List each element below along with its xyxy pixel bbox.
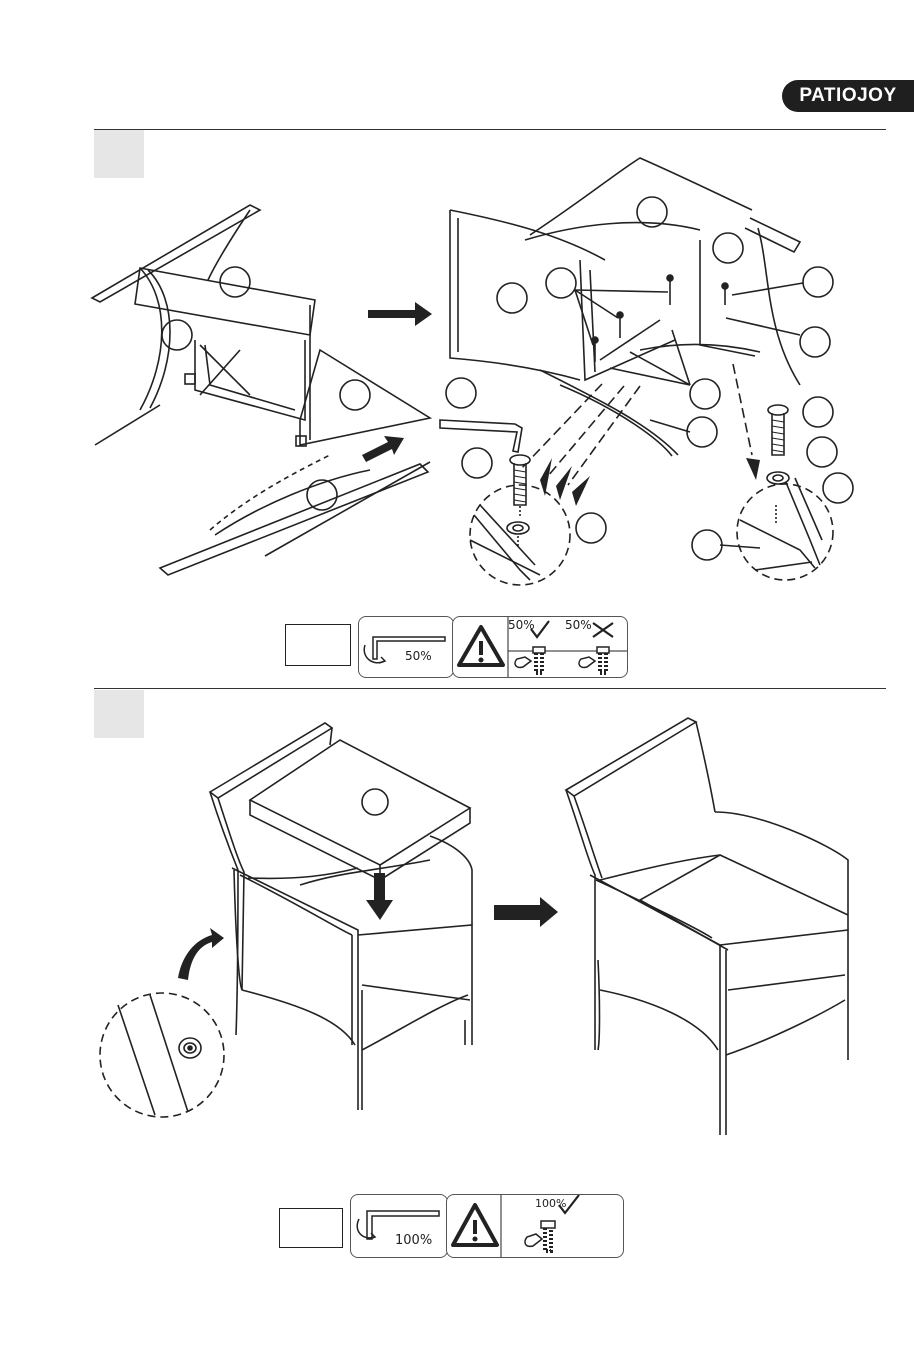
- callout-side-detail-right: [692, 530, 722, 560]
- step2-good-label: 100%: [535, 1197, 566, 1210]
- step2-torque-panel: 100%: [350, 1194, 448, 1258]
- step2-torque-label: 100%: [395, 1233, 432, 1248]
- callout-seat-panel: [340, 380, 370, 410]
- callout-bolt-detail: [462, 448, 492, 478]
- bolt-icon: [767, 405, 789, 484]
- callout-side-right: [713, 233, 743, 263]
- arrow-icon: [368, 302, 432, 326]
- callout-front-legs: [687, 417, 717, 447]
- step1-illustration: [0, 130, 914, 610]
- cross-icon: [593, 623, 613, 637]
- assembled-chair-frame: [450, 158, 803, 485]
- callout-washer-right: [800, 327, 830, 357]
- step2-warning-panel: 100%: [446, 1194, 624, 1258]
- hand-icon: [525, 1234, 542, 1246]
- callout-seat: [220, 267, 250, 297]
- warning-triangle-icon: [453, 1205, 497, 1245]
- arrow-icon: [178, 928, 224, 980]
- callout-washer-front: [690, 379, 720, 409]
- callout-bolt-detail-right: [803, 397, 833, 427]
- brand-logo: PATIOJOY: [782, 80, 914, 112]
- step2-divider: [94, 688, 886, 689]
- arrow-icon: [494, 897, 558, 927]
- hand-icon: [515, 657, 595, 667]
- callout-side-left: [162, 320, 192, 350]
- step2-quantity-box: [279, 1208, 343, 1248]
- callout-washer-detail-right: [807, 437, 837, 467]
- inverted-chair-frame: [92, 205, 430, 575]
- arrow-icon: [366, 873, 393, 920]
- step1-quantity-box: [285, 624, 351, 666]
- assembled-chair: [566, 718, 848, 1135]
- callout-washer-detail: [576, 513, 606, 543]
- step1-warning-panel: 50% 50%: [452, 616, 628, 678]
- brand-logo-text: PATIOJOY: [799, 85, 896, 107]
- step1-torque-panel: 50%: [358, 616, 454, 678]
- callout-frame-detail-right: [823, 473, 853, 503]
- allen-key-icon: [359, 617, 453, 677]
- allen-key-icon: [440, 420, 522, 452]
- bolt-icon: [541, 1221, 555, 1251]
- zoom-detail-right: [737, 478, 833, 580]
- zoom-detail-left: [470, 485, 570, 585]
- step1-torque-label: 50%: [405, 649, 432, 663]
- warning-triangle-icon: [459, 627, 503, 665]
- callout-side-front: [497, 283, 527, 313]
- seat-cushion: [250, 740, 470, 880]
- zoom-detail-plug: [100, 993, 224, 1117]
- step1-bad-label: 50%: [565, 618, 592, 632]
- callout-bolt-long: [546, 268, 576, 298]
- arrow-icon: [362, 436, 404, 462]
- callout-front-frame: [307, 480, 337, 510]
- step2-illustration: [0, 700, 914, 1140]
- callout-allen-key: [446, 378, 476, 408]
- step1-good-label: 50%: [508, 618, 535, 632]
- callout-bolt-right: [803, 267, 833, 297]
